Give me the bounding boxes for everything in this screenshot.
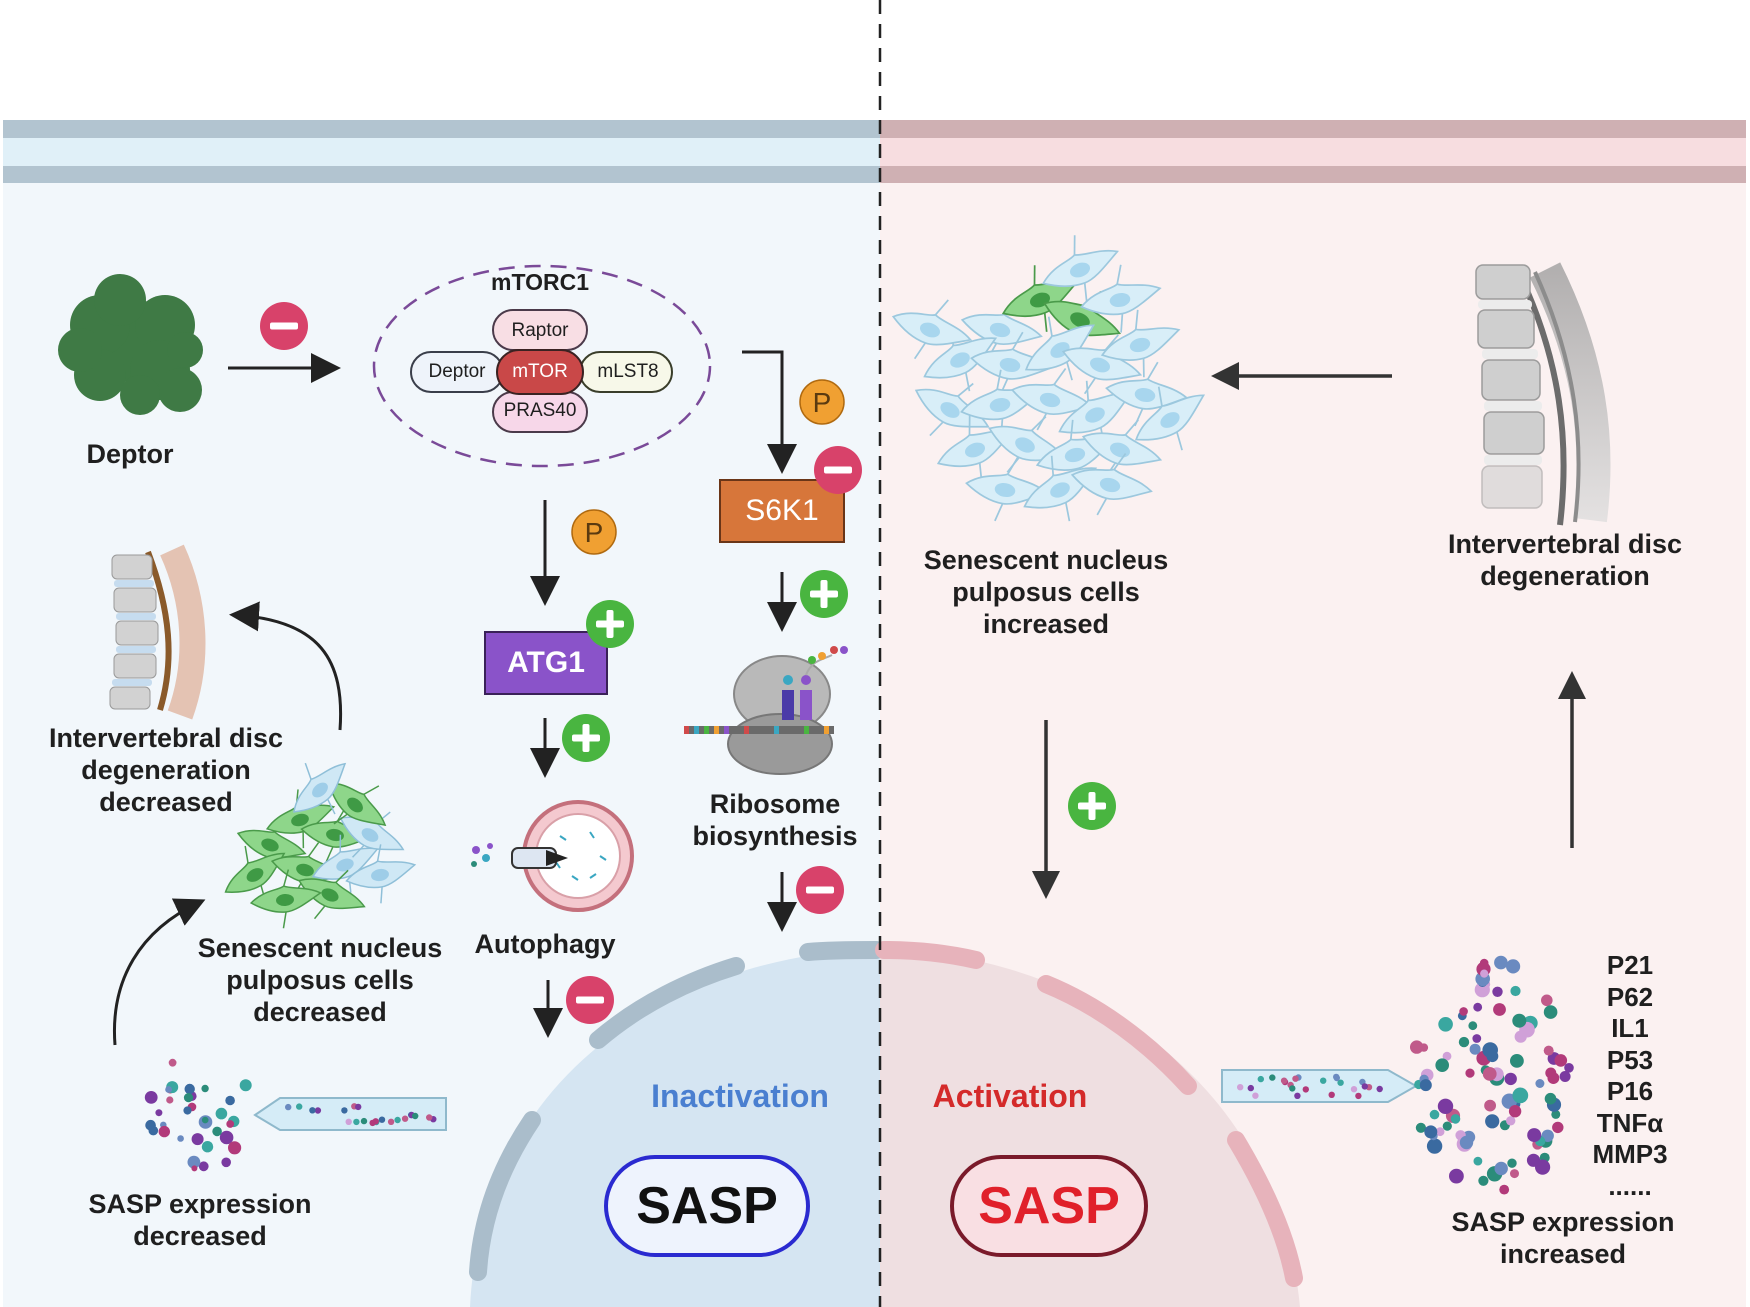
marker-mmp3: MMP3 bbox=[1592, 1139, 1668, 1169]
minus-icon-s6k1 bbox=[814, 446, 862, 494]
spine-icon-right bbox=[1475, 262, 1611, 526]
secretion-icon-right bbox=[1221, 955, 1574, 1195]
ivd-decreased-label: Intervertebral disc degeneration decreas… bbox=[48, 723, 284, 817]
activation-label: Activation bbox=[932, 1078, 1088, 1114]
svg-text:P: P bbox=[813, 387, 832, 418]
arrow-mtorc1-to-s6k1 bbox=[742, 350, 797, 474]
senescent-decreased-label: Senescent nucleus pulposus cells decreas… bbox=[197, 933, 443, 1027]
right-membrane-bottom bbox=[880, 166, 1746, 183]
mtor-subunit bbox=[496, 349, 584, 395]
deptor-subunit-label: Deptor bbox=[428, 361, 486, 382]
sasp-decreased-label: SASP expression decreased bbox=[88, 1189, 312, 1251]
marker-p16: P16 bbox=[1606, 1076, 1654, 1106]
marker-p53: P53 bbox=[1606, 1044, 1654, 1075]
ribosome-biosynthesis-label: Ribosome biosynthesis bbox=[692, 789, 858, 851]
mtorc1-title: mTORC1 bbox=[491, 269, 589, 295]
atg1-label: ATG1 bbox=[507, 646, 585, 679]
sasp-active-badge: SASP bbox=[950, 1155, 1148, 1257]
mlst8-label: mLST8 bbox=[597, 361, 659, 382]
plus-icon-autophagy bbox=[562, 714, 610, 762]
atg1-box bbox=[484, 631, 608, 695]
left-membrane-top bbox=[3, 120, 880, 138]
plus-icon-ribosome bbox=[800, 570, 848, 618]
right-membrane-top bbox=[880, 120, 1746, 138]
senescent-increased-label: Senescent nucleus pulposus cells increas… bbox=[923, 545, 1169, 639]
marker-ellipsis: ...... bbox=[1608, 1170, 1652, 1201]
arrow-cells-to-ivd-left bbox=[229, 601, 343, 731]
arrow-sasp-to-cells-left bbox=[112, 898, 206, 1046]
sasp-inactive-badge: SASP bbox=[604, 1155, 810, 1257]
autophagosome-icon bbox=[471, 800, 634, 912]
raptor-label: Raptor bbox=[511, 320, 569, 341]
ivd-label: Intervertebral disc degeneration bbox=[1447, 529, 1683, 591]
marker-il1: IL1 bbox=[1611, 1013, 1649, 1043]
pras40-label: PRAS40 bbox=[503, 400, 577, 421]
secretion-icon-left bbox=[144, 1058, 447, 1172]
nuclear-envelope-right bbox=[875, 941, 1303, 1287]
plus-icon-right bbox=[1068, 782, 1116, 830]
minus-icon-deptor bbox=[260, 302, 308, 350]
spine-icon-left bbox=[109, 544, 206, 720]
s6k1-box bbox=[719, 479, 845, 543]
minus-icon-autophagy bbox=[566, 976, 614, 1024]
marker-p21: P21 bbox=[1606, 950, 1654, 980]
mtor-label: mTOR bbox=[512, 361, 568, 382]
right-membrane-mid bbox=[880, 138, 1746, 166]
protein-blob-icon bbox=[58, 274, 203, 415]
cell-cluster-icon-left bbox=[224, 762, 417, 929]
marker-tnfa: TNFα bbox=[1596, 1107, 1664, 1138]
mtorc1-boundary bbox=[372, 264, 712, 468]
deptor-label: Deptor bbox=[86, 439, 174, 469]
svg-text:P: P bbox=[585, 517, 604, 548]
nuclear-envelope-left bbox=[469, 941, 885, 1281]
ribosome-icon bbox=[684, 646, 848, 775]
s6k1-label: S6K1 bbox=[745, 494, 819, 527]
plus-icon-atg1 bbox=[586, 600, 634, 648]
phosphate-icon-s6k1: P bbox=[799, 379, 845, 425]
sasp-marker-list: P21 P62 IL1 P53 P16 TNFα MMP3 ...... bbox=[1570, 950, 1690, 1202]
left-membrane-mid bbox=[3, 138, 880, 166]
cell-cluster-icon-right bbox=[891, 235, 1206, 522]
left-membrane-bottom bbox=[3, 166, 880, 183]
marker-p62: P62 bbox=[1606, 981, 1654, 1012]
minus-icon-ribosome bbox=[796, 866, 844, 914]
sasp-increased-label: SASP expression increased bbox=[1451, 1207, 1675, 1269]
autophagy-label: Autophagy bbox=[474, 929, 616, 959]
inactivation-label: Inactivation bbox=[651, 1078, 829, 1114]
phosphate-icon-atg1: P bbox=[571, 509, 617, 555]
